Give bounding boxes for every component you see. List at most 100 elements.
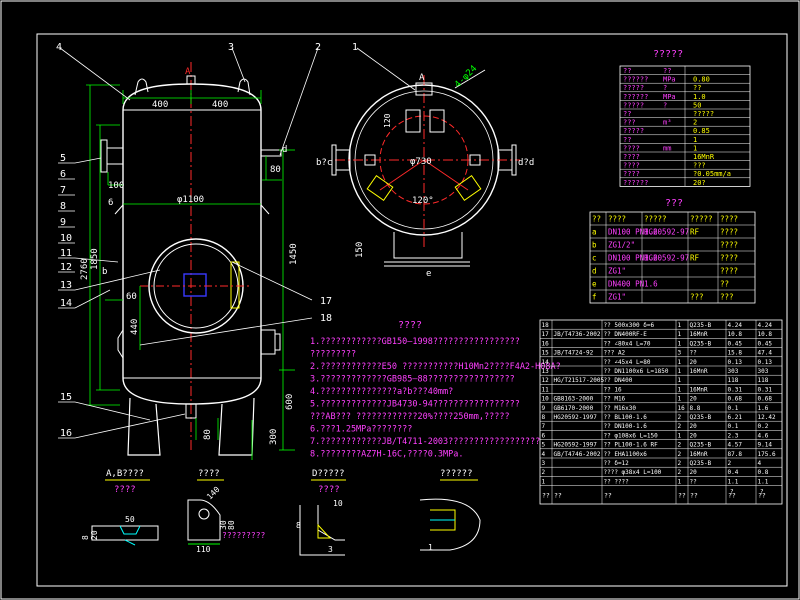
design-table-cell: ?? xyxy=(623,136,631,144)
design-table-cell: m³ xyxy=(663,119,671,127)
nozzle-table-cell: DN100 PN1.6 xyxy=(608,254,658,263)
parts-table-cell: 1 xyxy=(542,478,546,485)
detail-ab-dim-20: 20 xyxy=(90,530,99,540)
parts-table-cell: Q235-B xyxy=(690,460,712,467)
parts-table-cell: 47.4 xyxy=(758,350,773,357)
note-line: 7.????????????JB/T4711-2003?????????????… xyxy=(310,437,540,447)
parts-table-cell: 2 xyxy=(678,442,682,449)
parts-table-cell: 1 xyxy=(678,432,682,439)
parts-table-cell: 0.4 xyxy=(728,469,739,476)
detail-2-title: ???? xyxy=(198,469,220,479)
note-line: ???AB??? ????????????20%????250mm,????? xyxy=(310,412,510,422)
nozzle-table-cell: ?? xyxy=(720,280,729,289)
balloon-18: 18 xyxy=(320,313,332,324)
parts-table-cell: 20 xyxy=(690,396,698,403)
parts-table-cell: ?? 16 xyxy=(604,386,622,393)
nozzle-table-cell: ???? xyxy=(720,215,738,224)
parts-table-header-sub: ? xyxy=(760,489,764,496)
leg-mark-right xyxy=(454,175,482,201)
parts-table-cell: 13 xyxy=(542,368,550,375)
detail-ab-plate xyxy=(91,525,159,541)
angle-line-left xyxy=(379,159,425,191)
design-table-cell: 1.0 xyxy=(693,93,706,101)
balloon-7: 7 xyxy=(60,185,66,196)
parts-table-cell: 0.8 xyxy=(758,469,769,476)
nozzle-table-cell: RF xyxy=(690,228,700,237)
parts-table-cell: 1.6 xyxy=(758,405,769,412)
balloon-9: 9 xyxy=(60,217,66,228)
nozzle-table-cell: DN400 PN1.6 xyxy=(608,280,658,289)
nozzle-table-frame xyxy=(589,211,756,304)
nozzle-table-cell: ???? xyxy=(720,228,738,237)
parts-table-cell: ?? ∠80x4 L=70 xyxy=(604,340,651,347)
detail-2-note: ????????? xyxy=(222,531,266,540)
parts-table-cell: ?? DN100-1.6 xyxy=(604,423,648,430)
detail-ab-subtitle: ???? xyxy=(114,485,136,495)
dim-80-bottom: 80 xyxy=(203,429,213,440)
parts-table-cell: 5 xyxy=(542,442,546,449)
parts-table-cell: 16 xyxy=(678,405,686,412)
parts-table-cell: Q235-B xyxy=(690,414,712,421)
design-table-cell: MPa xyxy=(663,76,676,84)
parts-table-header: ?? xyxy=(758,492,766,500)
design-table-cell: 1 xyxy=(693,144,697,152)
design-table-cell: ???? xyxy=(623,170,640,178)
nozzle-a-flange xyxy=(100,139,108,173)
dim-440: 440 xyxy=(130,319,140,335)
balloon-12: 12 xyxy=(60,262,72,273)
parts-table-cell: 12.42 xyxy=(758,414,776,421)
parts-table-cell: 175.6 xyxy=(758,451,776,458)
parts-table-cell: ??? A2 xyxy=(604,350,626,357)
nozzle-c-flange xyxy=(274,333,281,351)
parts-table-cell: GB6170-2000 xyxy=(554,405,594,412)
balloon-8: 8 xyxy=(60,201,66,212)
nozzle-c-left xyxy=(117,329,124,359)
parts-table-cell: 2 xyxy=(678,451,682,458)
parts-table-cell: ?? M16 xyxy=(604,396,626,403)
design-table-cell: ????? xyxy=(623,127,644,135)
dim-2760: 2760 xyxy=(80,258,90,280)
parts-table-cell: 4 xyxy=(542,451,546,458)
parts-table-cell: 4 xyxy=(758,460,762,467)
design-table-cell: ???? xyxy=(623,144,640,152)
manhole-hinge xyxy=(230,261,240,309)
parts-table-cell: 16MnR xyxy=(690,368,708,375)
parts-table-cell: 18 xyxy=(542,322,550,329)
parts-table-cell: 9 xyxy=(542,405,546,412)
design-table-cell: ???? xyxy=(623,153,640,161)
parts-table-header: ?? xyxy=(678,492,686,500)
parts-table-cell: 17 xyxy=(542,331,550,338)
parts-table-cell: ?? BL100-1.6 xyxy=(604,414,648,421)
balloon-10: 10 xyxy=(60,233,72,244)
detail-d-dim-8: 8 xyxy=(296,521,301,530)
parts-table-cell: 1 xyxy=(678,478,682,485)
parts-table-cell: 1 xyxy=(678,396,682,403)
top-view-flange-right xyxy=(511,144,517,176)
parts-table-cell: 0.45 xyxy=(758,340,773,347)
nozzle-table-cell: e xyxy=(592,280,597,289)
parts-table-cell: 4.57 xyxy=(728,442,743,449)
parts-table-cell: 4.6 xyxy=(758,432,769,439)
detail-d-dim-3: 3 xyxy=(328,545,333,554)
parts-table-cell: 0.31 xyxy=(758,386,773,393)
parts-table-cell: 3 xyxy=(542,460,546,467)
balloon-16: 16 xyxy=(60,428,72,439)
nozzle-table-cell: ????? xyxy=(690,215,713,224)
detail-ab-dim-8: 8 xyxy=(81,535,90,540)
label-d: d xyxy=(282,145,287,155)
detail-d-title: D????? xyxy=(312,469,345,479)
parts-table-cell: GB/T4746-2002 xyxy=(554,451,601,458)
parts-table-header: ?? xyxy=(554,492,562,500)
design-table-cell: ? xyxy=(663,84,667,92)
nozzle-table-cell: HG20592-97 xyxy=(644,228,689,237)
parts-table-cell: ?? xyxy=(690,478,698,485)
top-view-nozzle-b xyxy=(429,109,445,133)
nozzle-table-title: ??? xyxy=(665,198,683,209)
brackets xyxy=(114,204,270,215)
parts-table-cell: 0.31 xyxy=(728,386,743,393)
detail-2-dim-30: 30 xyxy=(219,520,228,530)
design-table-cell: mm xyxy=(663,144,671,152)
top-view-dim-120: 120 xyxy=(383,113,392,128)
